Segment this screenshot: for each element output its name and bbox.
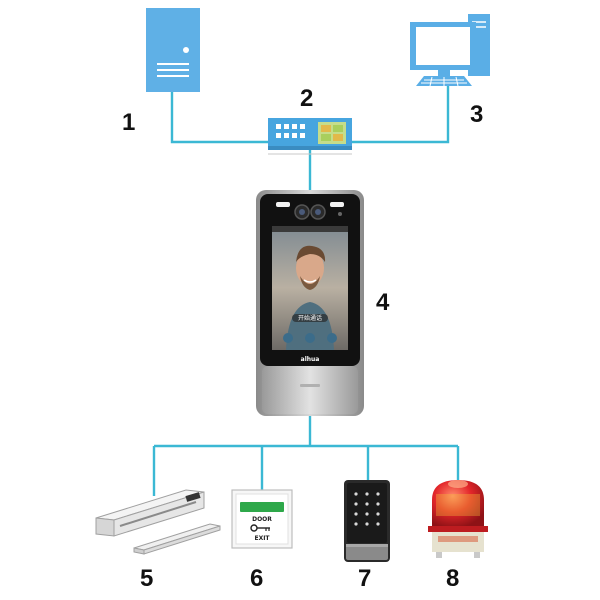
brand-logo: alhua <box>301 356 320 363</box>
exit-button-exit-text: EXIT <box>254 535 270 542</box>
alarm-light-icon <box>428 480 488 558</box>
node-label-switch: 2 <box>300 85 313 112</box>
connection-lines <box>152 86 460 496</box>
node-label-server: 1 <box>122 109 135 136</box>
node-label-face-terminal: 4 <box>376 289 390 316</box>
node-label-exit-button: 6 <box>250 565 263 592</box>
node-label-card-reader: 7 <box>358 565 371 592</box>
exit-button-door-text: DOOR <box>252 516 272 523</box>
edge-pc-switch <box>352 86 450 144</box>
card-reader-icon <box>344 480 390 562</box>
key-icon <box>250 524 270 532</box>
node-label-magnetic-lock: 5 <box>140 565 153 592</box>
node-label-pc: 3 <box>470 101 483 128</box>
node-label-alarm-light: 8 <box>446 565 459 592</box>
magnetic-lock-icon <box>95 489 221 555</box>
face-terminal-icon: 开始通话 alhua <box>256 190 364 416</box>
screen-caption: 开始通话 <box>298 314 322 322</box>
computer-icon <box>410 14 490 87</box>
server-icon <box>146 8 200 92</box>
network-switch-icon <box>268 118 352 155</box>
edge-server-switch <box>170 92 268 144</box>
exit-button-icon: DOOR EXIT <box>231 489 293 549</box>
